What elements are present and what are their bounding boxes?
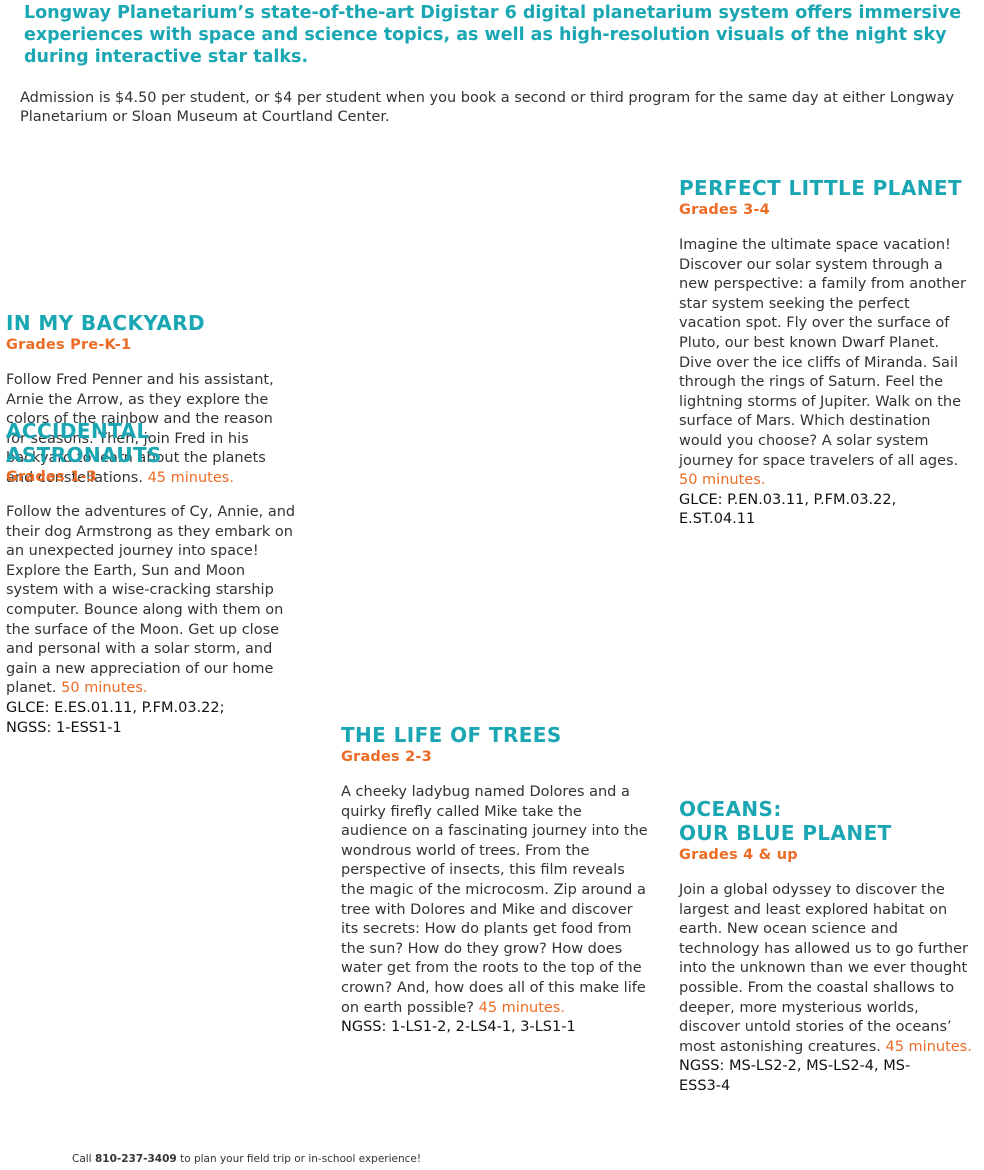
show-title-line2: OUR BLUE PLANET xyxy=(679,821,892,845)
show-standards: NGSS: 1-LS1-2, 2-LS4-1, 3-LS1-1 xyxy=(341,1019,576,1036)
footer-prefix: Call xyxy=(72,1153,95,1165)
show-description: A cheeky ladybug named Dolores and a qui… xyxy=(341,784,648,1016)
footer-suffix: to plan your field trip or in-school exp… xyxy=(176,1153,422,1165)
show-oceans-our-blue-planet: OCEANS:OUR BLUE PLANET Grades 4 & up Joi… xyxy=(679,797,977,1097)
show-duration: 45 minutes. xyxy=(885,1038,972,1055)
show-description: Join a global odyssey to discover the la… xyxy=(679,882,968,1055)
show-description-block: Follow the adventures of Cy, Annie, and … xyxy=(6,503,298,738)
show-grades: Grades 4 & up xyxy=(679,847,798,863)
show-title: PERFECT LITTLE PLANET xyxy=(679,176,962,200)
show-description-block: Follow Fred Penner and his assistant, Ar… xyxy=(6,371,296,489)
show-duration: 45 minutes. xyxy=(147,469,234,486)
show-grades: Grades Pre-K-1 xyxy=(6,337,132,353)
show-title: IN MY BACKYARD xyxy=(6,311,206,335)
show-grades: Grades 1-3 xyxy=(6,469,97,485)
show-title-line1: OCEANS: xyxy=(679,797,782,821)
show-standards: NGSS: MS-LS2-2, MS-LS2-4, MS-ESS3-4 xyxy=(679,1058,911,1094)
show-title: ACCIDENTAL ASTRONAUTS xyxy=(6,419,162,467)
show-life-of-trees: THE LIFE OF TREES Grades 2-3 A cheeky la… xyxy=(341,723,651,1038)
show-description-block: Join a global odyssey to discover the la… xyxy=(679,881,977,1097)
admission-text: Admission is $4.50 per student, or $4 pe… xyxy=(20,90,955,125)
show-description: Imagine the ultimate space vacation! Dis… xyxy=(679,237,966,469)
show-perfect-little-planet: PERFECT LITTLE PLANET Grades 3-4 Imagine… xyxy=(679,176,971,530)
footer-phone: 810-237-3409 xyxy=(94,1153,177,1165)
show-description-block: Imagine the ultimate space vacation! Dis… xyxy=(679,236,971,530)
show-description: Follow Fred Penner and his assistant, Ar… xyxy=(6,372,274,486)
intro-heading: Longway Planetarium’s state-of-the-art D… xyxy=(24,3,962,67)
footer-call-to-action: Call 810-237-3409 to plan your field tri… xyxy=(72,1152,421,1166)
show-in-my-backyard: IN MY BACKYARD Grades Pre-K-1 Follow Fre… xyxy=(6,311,296,489)
show-duration: 50 minutes. xyxy=(61,680,148,697)
show-duration: 50 minutes. xyxy=(679,472,766,489)
show-title: OCEANS:OUR BLUE PLANET xyxy=(679,797,977,845)
show-grades: Grades 2-3 xyxy=(341,749,432,765)
show-grades: Grades 3-4 xyxy=(679,202,770,218)
show-standards: GLCE: P.EN.03.11, P.FM.03.22, E.ST.04.11 xyxy=(679,491,897,528)
show-accidental-astronauts: ACCIDENTAL ASTRONAUTS Grades 1-3 Follow … xyxy=(6,419,298,738)
show-title: THE LIFE OF TREES xyxy=(341,723,562,747)
show-description-block: A cheeky ladybug named Dolores and a qui… xyxy=(341,783,651,1038)
show-standards: GLCE: E.ES.01.11, P.FM.03.22; NGSS: 1-ES… xyxy=(6,699,225,736)
show-description: Follow the adventures of Cy, Annie, and … xyxy=(6,504,296,697)
show-duration: 45 minutes. xyxy=(478,999,565,1016)
